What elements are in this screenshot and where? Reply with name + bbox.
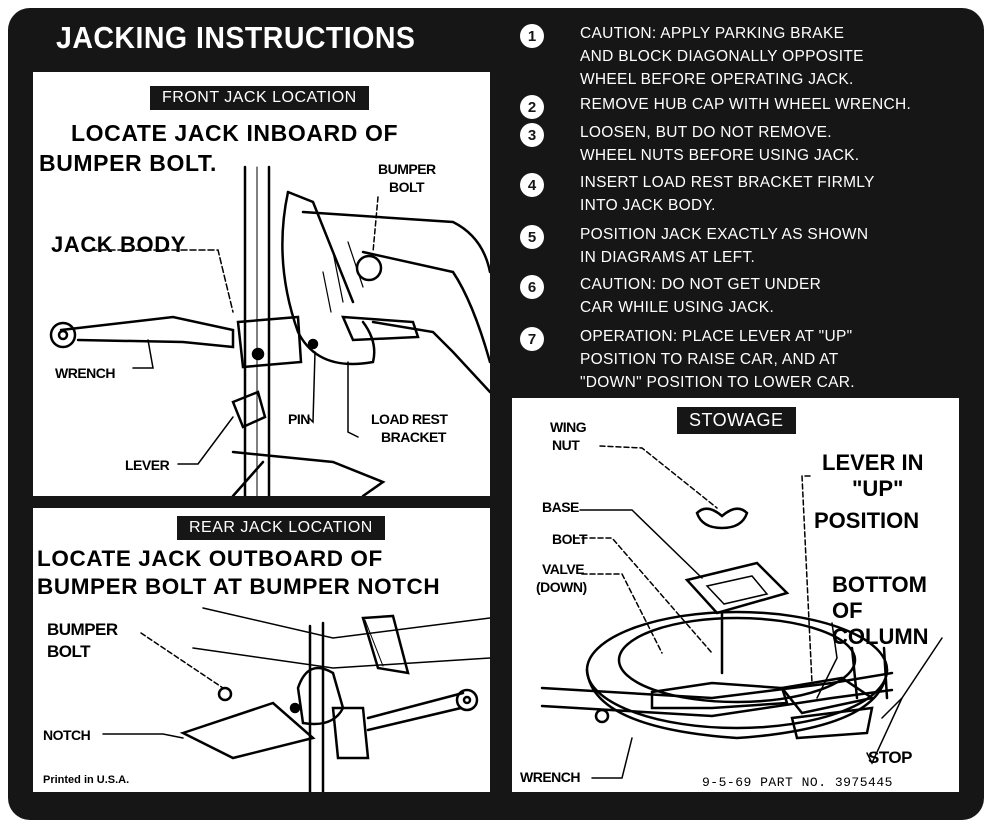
step-item: 1 CAUTION: APPLY PARKING BRAKE AND BLOCK D… xyxy=(520,22,960,91)
step-text: CAUTION: APPLY PARKING BRAKE AND BLOCK DI… xyxy=(580,22,864,91)
step-item: 5 POSITION JACK EXACTLY AS SHOWN IN DIAGRA… xyxy=(520,223,960,269)
front-label-bumper-1: BUMPER xyxy=(378,161,436,177)
rear-heading-line1: LOCATE JACK OUTBOARD OF xyxy=(37,546,383,571)
step-line: WHEEL NUTS BEFORE USING JACK. xyxy=(580,147,860,164)
step-number-badge: 3 xyxy=(520,123,544,147)
front-label-wrench: WRENCH xyxy=(55,365,116,381)
step-line: POSITION JACK EXACTLY AS SHOWN xyxy=(580,226,869,243)
rear-jack-diagram xyxy=(102,607,490,792)
step-item: 3 LOOSEN, BUT DO NOT REMOVE. WHEEL NUTS BE… xyxy=(520,121,960,167)
rear-location-tag: REAR JACK LOCATION xyxy=(177,516,385,540)
front-location-tag: FRONT JACK LOCATION xyxy=(150,86,369,110)
step-line: CAUTION: APPLY PARKING BRAKE xyxy=(580,25,845,42)
step-text: REMOVE HUB CAP WITH WHEEL WRENCH. xyxy=(580,93,911,116)
stowage-label-wrench: WRENCH xyxy=(520,769,581,785)
step-text: OPERATION: PLACE LEVER AT "UP" POSITION T… xyxy=(580,325,855,394)
rear-jack-panel: REAR JACK LOCATION LOCATE JACK OUTBOARD … xyxy=(33,508,490,792)
rear-label-notch: NOTCH xyxy=(43,727,91,743)
stowage-label-valve-1: VALVE xyxy=(542,561,585,577)
stowage-tag: STOWAGE xyxy=(677,407,796,434)
front-label-lever: LEVER xyxy=(125,457,170,473)
rear-heading-line2: BUMPER BOLT AT BUMPER NOTCH xyxy=(37,574,441,599)
stowage-label-wing-2: NUT xyxy=(552,437,580,453)
stowage-label-lever-2: "UP" xyxy=(852,476,904,501)
front-jack-panel: FRONT JACK LOCATION LOCATE JACK INBOARD … xyxy=(33,72,490,496)
stowage-label-wing-1: WING xyxy=(550,419,587,435)
front-label-pin: PIN xyxy=(288,411,310,427)
step-number-badge: 7 xyxy=(520,327,544,351)
front-heading-line2: BUMPER BOLT. xyxy=(39,150,217,176)
front-label-load-rest-1: LOAD REST xyxy=(371,411,448,427)
step-line: AND BLOCK DIAGONALLY OPPOSITE xyxy=(580,48,864,65)
stowage-label-bottom-2: OF xyxy=(832,598,863,623)
step-item: 2 REMOVE HUB CAP WITH WHEEL WRENCH. xyxy=(520,93,960,119)
stowage-label-bottom-3: COLUMN xyxy=(832,624,929,649)
step-line: "DOWN" POSITION TO LOWER CAR. xyxy=(580,374,855,391)
step-number-badge: 4 xyxy=(520,173,544,197)
step-line: WHEEL BEFORE OPERATING JACK. xyxy=(580,71,854,88)
stowage-label-lever-1: LEVER IN xyxy=(822,450,924,475)
front-label-jack-body: JACK BODY xyxy=(51,232,186,257)
step-line: REMOVE HUB CAP WITH WHEEL WRENCH. xyxy=(580,96,912,113)
step-line: INTO JACK BODY. xyxy=(580,197,716,214)
step-text: LOOSEN, BUT DO NOT REMOVE. WHEEL NUTS BEF… xyxy=(580,121,859,167)
stowage-label-bolt: BOLT xyxy=(552,531,588,547)
step-line: CAR WHILE USING JACK. xyxy=(580,299,775,316)
front-jack-diagram xyxy=(49,165,490,496)
stowage-label-stop: STOP xyxy=(868,748,912,767)
step-line: POSITION TO RAISE CAR, AND AT xyxy=(580,351,839,368)
front-label-load-rest-2: BRACKET xyxy=(381,429,446,445)
step-line: LOOSEN, BUT DO NOT REMOVE. xyxy=(580,124,832,141)
step-line: IN DIAGRAMS AT LEFT. xyxy=(580,249,756,266)
steps-list: 1 CAUTION: APPLY PARKING BRAKE AND BLOCK D… xyxy=(520,22,960,394)
printed-in-usa: Printed in U.S.A. xyxy=(43,774,130,786)
step-text: INSERT LOAD REST BRACKET FIRMLY INTO JACK… xyxy=(580,171,875,217)
page-title: JACKING INSTRUCTIONS xyxy=(56,20,416,55)
stowage-label-base: BASE xyxy=(542,499,579,515)
step-line: CAUTION: DO NOT GET UNDER xyxy=(580,276,822,293)
part-number: 9-5-69 PART NO. 3975445 xyxy=(702,775,893,790)
rear-label-bumper-2: BOLT xyxy=(47,642,91,661)
stowage-label-valve-2: (DOWN) xyxy=(536,579,587,595)
step-number-badge: 5 xyxy=(520,225,544,249)
step-line: INSERT LOAD REST BRACKET FIRMLY xyxy=(580,174,875,191)
step-number-badge: 1 xyxy=(520,24,544,48)
step-text: POSITION JACK EXACTLY AS SHOWN IN DIAGRAM… xyxy=(580,223,868,269)
step-item: 7 OPERATION: PLACE LEVER AT "UP" POSITION … xyxy=(520,325,960,394)
stowage-label-lever-3: POSITION xyxy=(814,508,920,533)
step-item: 4 INSERT LOAD REST BRACKET FIRMLY INTO JAC… xyxy=(520,171,960,217)
front-label-bumper-2: BOLT xyxy=(389,179,425,195)
step-line: OPERATION: PLACE LEVER AT "UP" xyxy=(580,328,853,345)
step-number-badge: 2 xyxy=(520,95,544,119)
step-text: CAUTION: DO NOT GET UNDER CAR WHILE USING… xyxy=(580,273,821,319)
rear-label-bumper-1: BUMPER xyxy=(47,620,118,639)
stowage-label-bottom-1: BOTTOM xyxy=(832,572,927,597)
step-item: 6 CAUTION: DO NOT GET UNDER CAR WHILE USIN… xyxy=(520,273,960,319)
front-heading-line1: LOCATE JACK INBOARD OF xyxy=(71,120,399,146)
stowage-diagram xyxy=(540,445,943,779)
step-number-badge: 6 xyxy=(520,275,544,299)
stowage-panel: STOWAGE WING NUT BASE BOLT VALVE (DOWN) … xyxy=(512,398,959,792)
